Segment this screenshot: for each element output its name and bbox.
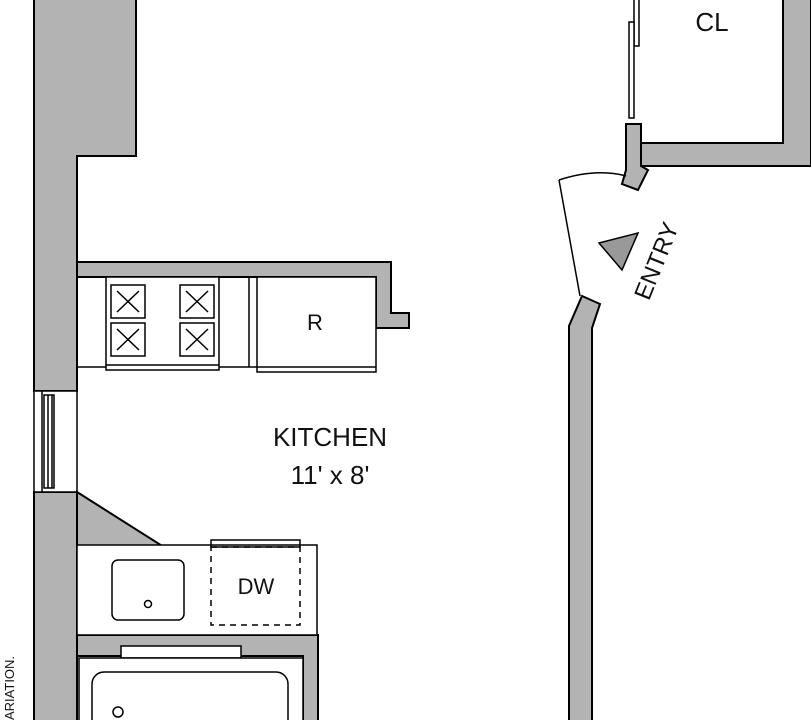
closet-label: CL	[695, 7, 728, 37]
stove	[105, 276, 220, 371]
drain-icon	[143, 599, 153, 609]
entry-door-swing	[558, 172, 627, 297]
burner-icon	[185, 328, 209, 351]
burner-icon	[185, 290, 209, 313]
entry-arrow-icon	[597, 231, 640, 272]
closet-jamb	[620, 123, 650, 192]
kitchen-label: KITCHEN	[273, 422, 387, 452]
entry-label: ENTRY	[629, 219, 684, 304]
dishwasher: DW	[210, 539, 301, 626]
disclaimer-text: ARIATION.	[2, 656, 17, 720]
closet-doors	[628, 0, 640, 119]
sink-basin	[111, 559, 185, 621]
drain-icon	[112, 706, 124, 718]
dishwasher-label: DW	[238, 574, 275, 599]
kitchen-dimensions: 11' x 8'	[291, 460, 370, 490]
bathtub	[78, 645, 304, 720]
burner-icon	[116, 290, 140, 313]
window	[33, 390, 78, 493]
sink-counter	[76, 544, 318, 636]
refrigerator: R	[256, 276, 377, 373]
refrigerator-label: R	[307, 310, 323, 335]
burner-icon	[116, 328, 140, 351]
corridor-wall	[568, 294, 602, 720]
left-exterior-wall-lower	[33, 491, 78, 720]
